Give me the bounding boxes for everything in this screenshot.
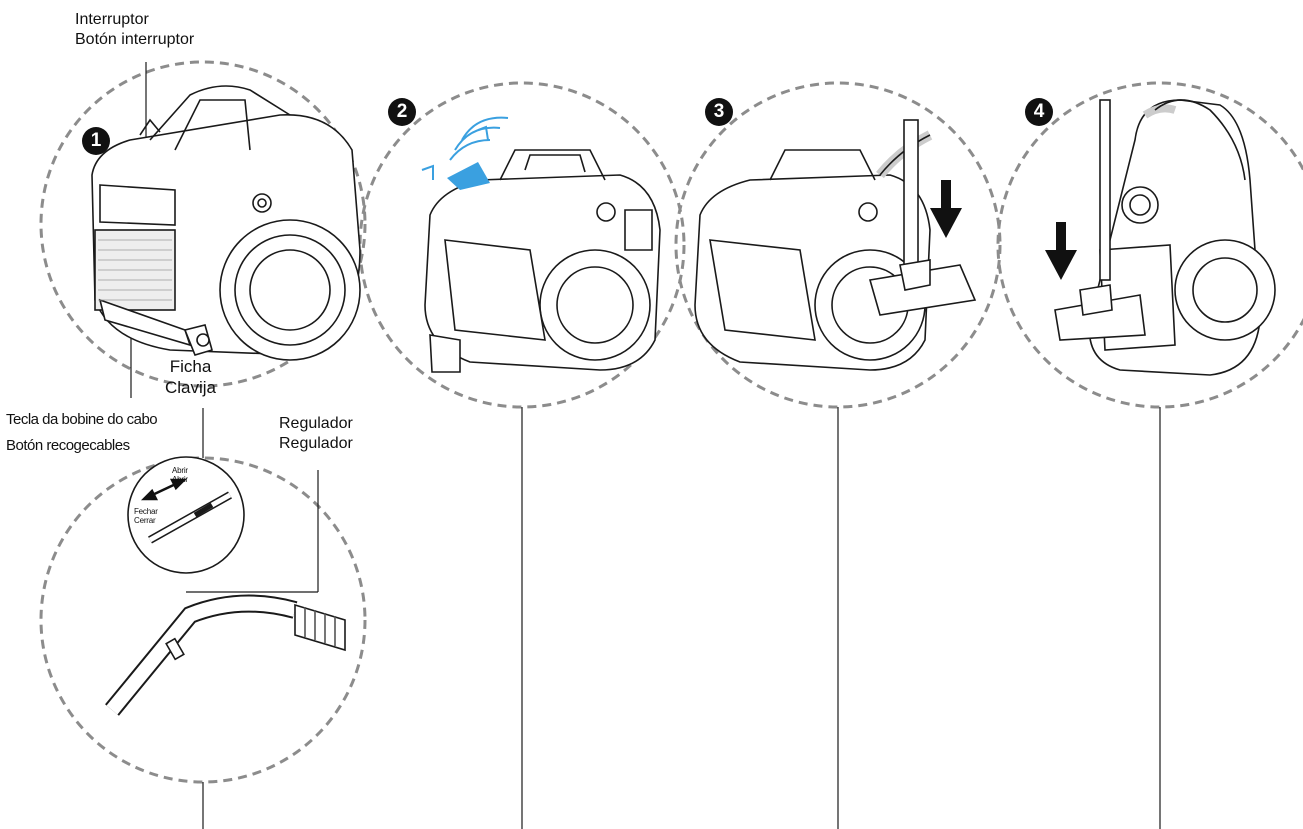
switch-label-pt: Interruptor <box>75 11 149 28</box>
switch-label: Interruptor Botón interruptor <box>75 10 194 50</box>
cord-button-label-es: Botón recogecables <box>6 436 130 454</box>
plug-label-pt: Ficha <box>169 357 212 376</box>
regulator-label-pt: Regulador <box>279 415 353 432</box>
vacuum-front-view-1 <box>91 85 361 361</box>
close-label-es: Cerrar <box>134 516 156 526</box>
detail-circle-1 <box>39 60 367 388</box>
vacuum-upright-view-4 <box>1054 99 1276 376</box>
cord-button-label-pt: Tecla da bobine do cabo <box>6 411 158 428</box>
music-note-icon <box>421 164 434 180</box>
close-label-pt: Fechar <box>134 507 158 516</box>
down-arrow-icon-3 <box>930 180 962 238</box>
vacuum-front-view-3 <box>694 119 977 371</box>
cord-button-label: Tecla da bobine do cabo Botón recogecabl… <box>6 407 158 458</box>
detail-circle-2 <box>358 81 686 409</box>
regulator-label: Regulador Regulador <box>279 414 353 454</box>
press-button-icon <box>447 162 490 190</box>
sound-waves-icon <box>449 116 509 161</box>
plug-label: Ficha Clavija <box>165 356 216 399</box>
detail-circle-3 <box>674 81 1002 409</box>
step-number-3: 3 <box>705 98 733 126</box>
detail-circle-regulator <box>39 456 367 784</box>
step-number-4: 4 <box>1025 98 1053 126</box>
music-note-icon-2 <box>477 125 489 141</box>
close-label: Fechar Cerrar <box>134 507 158 525</box>
step-number-2: 2 <box>388 98 416 126</box>
plug-label-es: Clavija <box>165 378 217 398</box>
open-label-es: Abrir <box>172 475 188 485</box>
open-label: Abrir Abrir <box>172 466 188 484</box>
open-close-arrow-icon <box>140 478 188 501</box>
regulator-label-es: Regulador <box>279 435 353 452</box>
hose-handle-regulator <box>105 456 346 716</box>
step-number-1: 1 <box>82 127 110 155</box>
vacuum-front-view-2 <box>424 149 661 373</box>
down-arrow-icon-4 <box>1045 222 1077 280</box>
switch-label-es: Botón interruptor <box>75 31 195 48</box>
open-label-pt: Abrir <box>172 466 188 475</box>
